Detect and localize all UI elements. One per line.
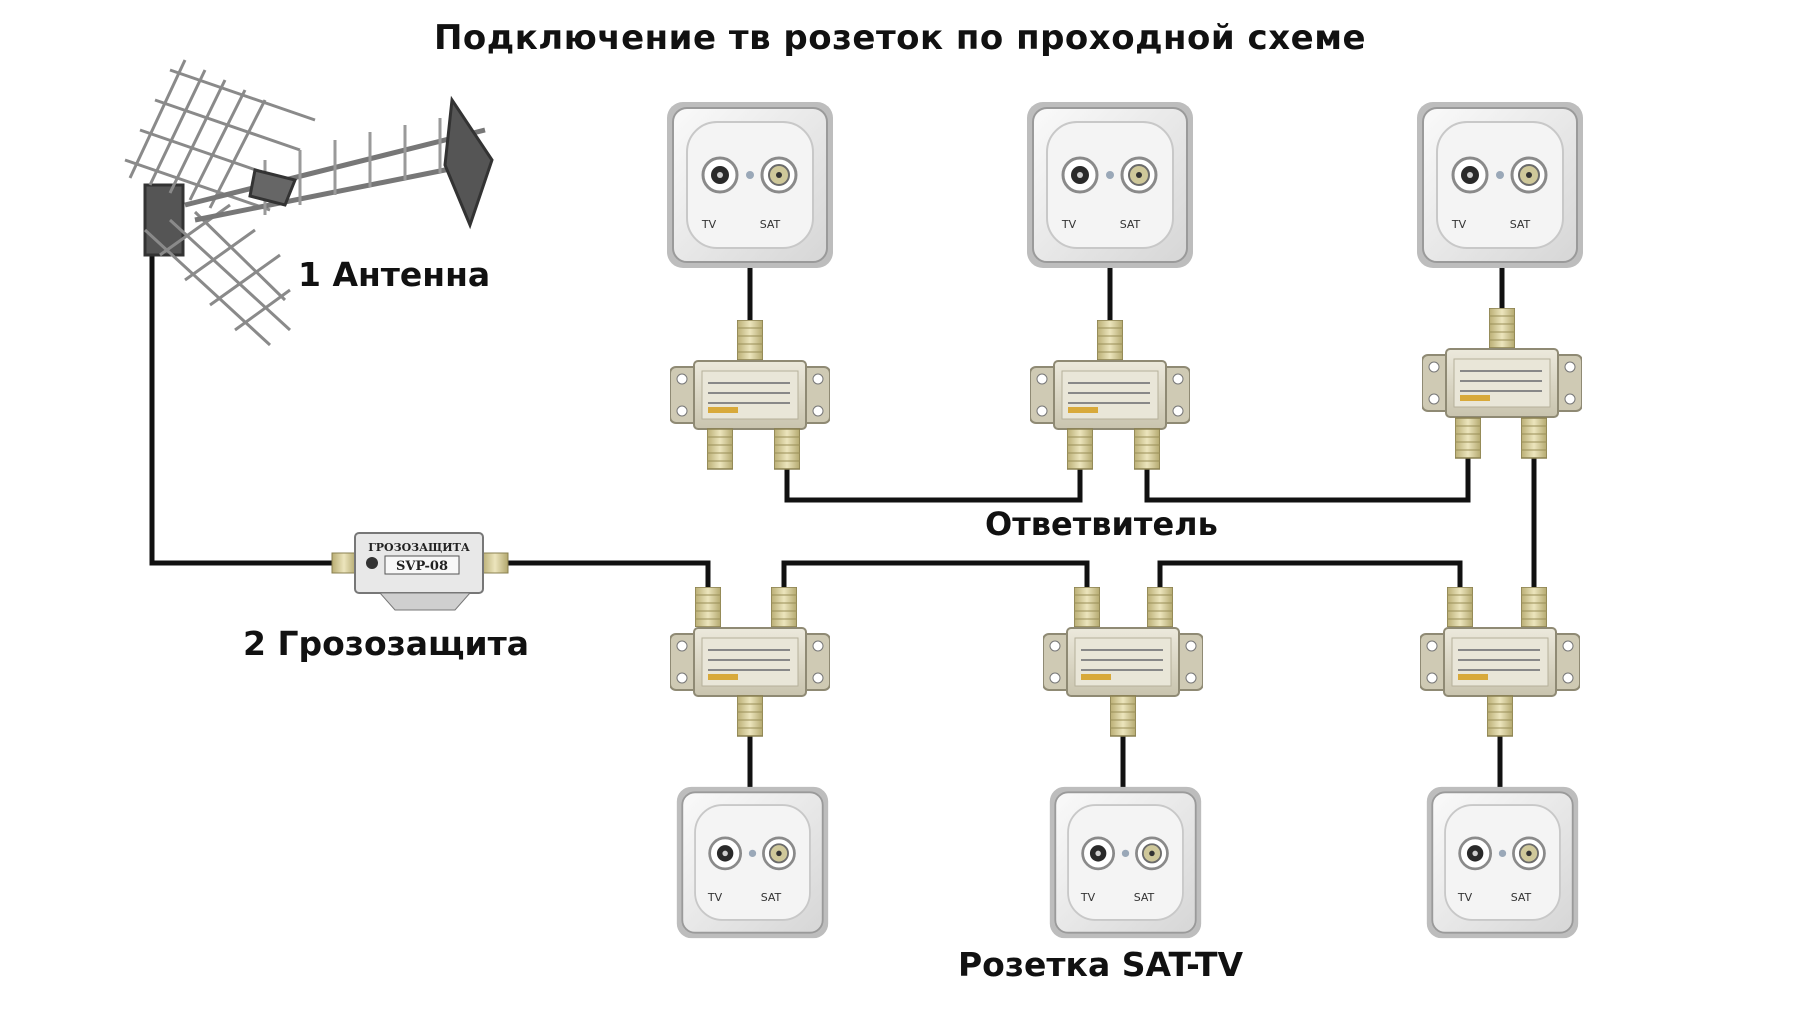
- cable-antenna-to-surge: [149, 252, 353, 566]
- cable-b1-to-b2: [781, 560, 1090, 595]
- tap-bottom-3: [1420, 587, 1580, 737]
- tap-bottom-2: [1043, 587, 1203, 737]
- cable-t3-to-t2: [1144, 457, 1471, 503]
- socket-tv-label: TV: [701, 218, 717, 231]
- socket-tv-label: TV: [1080, 891, 1096, 904]
- socket-bottom-1: TV SAT: [675, 785, 830, 940]
- tap-top-3: [1422, 308, 1582, 459]
- cable-t2-to-t1: [784, 467, 1083, 503]
- label-tap: Ответвитель: [985, 505, 1218, 543]
- cable-b2-to-b3: [1157, 560, 1463, 595]
- tap-top-2: [1030, 320, 1190, 470]
- socket-sat-label: SAT: [1511, 891, 1532, 904]
- socket-tv-label: TV: [1061, 218, 1077, 231]
- socket-sat-label: SAT: [1510, 218, 1531, 231]
- socket-tv-label: TV: [1451, 218, 1467, 231]
- socket-top-1: TV SAT: [665, 100, 835, 270]
- socket-tv-label: TV: [1457, 891, 1473, 904]
- socket-top-2: TV SAT: [1025, 100, 1195, 270]
- antenna-grid-upper: [124, 59, 316, 212]
- diagram-title: Подключение тв розеток по проходной схем…: [433, 18, 1367, 58]
- socket-sat-label: SAT: [1120, 218, 1141, 231]
- tap-top-1: [670, 320, 830, 470]
- label-socket: Розетка SAT-TV: [958, 945, 1243, 984]
- tap-bottom-1: [670, 587, 830, 737]
- socket-tv-label: TV: [707, 891, 723, 904]
- cable-surge-to-tap-b1: [505, 560, 711, 595]
- socket-sat-label: SAT: [761, 891, 782, 904]
- label-antenna: 1 Антенна: [298, 255, 491, 294]
- surge-device-name: ГРОЗОЗАЩИТА: [368, 541, 470, 554]
- socket-sat-label: SAT: [1134, 891, 1155, 904]
- cables: [149, 252, 1537, 798]
- socket-bottom-3: TV SAT: [1425, 785, 1580, 940]
- label-surge-protector: 2 Грозозащита: [243, 624, 530, 663]
- antenna-icon: [124, 59, 494, 347]
- socket-top-3: TV SAT: [1415, 100, 1585, 270]
- socket-sat-label: SAT: [760, 218, 781, 231]
- surge-device-model: SVP-08: [396, 559, 448, 574]
- surge-protector-device: ГРОЗОЗАЩИТА SVP-08: [331, 532, 509, 611]
- socket-bottom-2: TV SAT: [1048, 785, 1203, 940]
